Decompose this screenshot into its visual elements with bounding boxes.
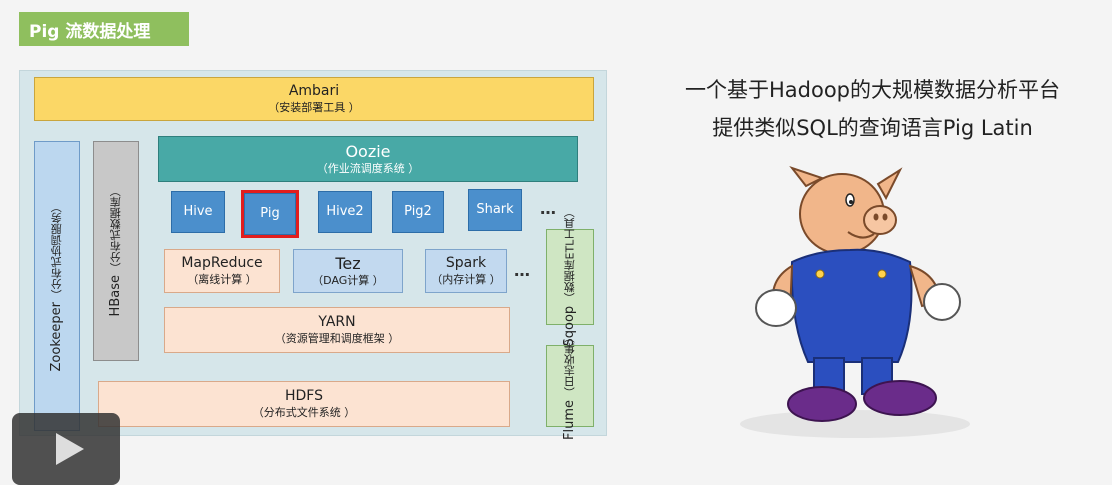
yarn-desc: （资源管理和调度框架 ） [274, 331, 400, 345]
lang-pig: Pig [241, 190, 299, 238]
lang-hive: Hive [171, 191, 225, 233]
pig-mascot-icon [740, 166, 970, 438]
yarn-block: YARN （资源管理和调度框架 ） [164, 307, 510, 353]
spark-block: Spark （内存计算 ） [425, 249, 507, 293]
ambari-block: Ambari （安装部署工具 ） [34, 77, 594, 121]
zookeeper-name: Zookeeper [48, 301, 64, 372]
play-button[interactable] [12, 413, 120, 485]
lang-hive-label: Hive [183, 203, 213, 219]
mapreduce-desc: （离线计算 ） [187, 272, 257, 286]
oozie-block: Oozie （作业流调度系统 ） [158, 136, 578, 182]
play-icon [56, 433, 84, 465]
lang-shark-label: Shark [476, 201, 514, 217]
zookeeper-block: Zookeeper （分布式协调服务） [34, 141, 80, 431]
engines-more: … [514, 261, 530, 280]
headline-line-2: 提供类似SQL的查询语言Pig Latin [712, 116, 1033, 140]
hbase-name: HBase [107, 275, 123, 317]
spark-name: Spark [445, 255, 487, 272]
flume-block: Flume （日志收集） [546, 332, 594, 440]
hdfs-desc: （分布式文件系统 ） [252, 405, 356, 419]
lang-shark: Shark [468, 189, 522, 231]
yarn-name: YARN [318, 314, 356, 331]
languages-more: … [540, 199, 556, 218]
mapreduce-name: MapReduce [181, 255, 263, 272]
spark-desc: （内存计算 ） [431, 272, 501, 286]
lang-hive2-label: Hive2 [326, 203, 364, 219]
tez-block: Tez （DAG计算 ） [293, 249, 403, 293]
ambari-name: Ambari [288, 83, 340, 100]
sqoop-block: Sqoop （数据库ETL工具） [546, 207, 594, 347]
hdfs-name: HDFS [284, 388, 323, 405]
lang-hive2: Hive2 [318, 191, 372, 233]
mapreduce-block: MapReduce （离线计算 ） [164, 249, 280, 293]
flume-desc: （日志收集） [563, 332, 577, 398]
sqoop-desc: （数据库ETL工具） [563, 207, 577, 305]
hbase-desc: （分布式数据库） [109, 185, 123, 274]
tez-desc: （DAG计算 ） [312, 274, 384, 288]
hdfs-block: HDFS （分布式文件系统 ） [98, 381, 510, 427]
tez-name: Tez [335, 254, 361, 274]
zookeeper-desc: （分布式协调服务） [50, 200, 64, 300]
hadoop-ecosystem-diagram: Ambari （安装部署工具 ） Zookeeper （分布式协调服务） HBa… [19, 70, 607, 440]
ambari-desc: （安装部署工具 ） [268, 100, 360, 114]
oozie-desc: （作业流调度系统 ） [316, 162, 420, 176]
lang-pig-label: Pig [260, 205, 280, 221]
hbase-block: HBase （分布式数据库） [93, 141, 139, 361]
oozie-name: Oozie [345, 142, 391, 162]
flume-name: Flume [561, 400, 577, 440]
headline-line-1: 一个基于Hadoop的大规模数据分析平台 [684, 78, 1060, 102]
lang-pig2: Pig2 [392, 191, 444, 233]
lang-pig2-label: Pig2 [404, 203, 432, 219]
page-title: Pig 流数据处理 [19, 12, 189, 46]
